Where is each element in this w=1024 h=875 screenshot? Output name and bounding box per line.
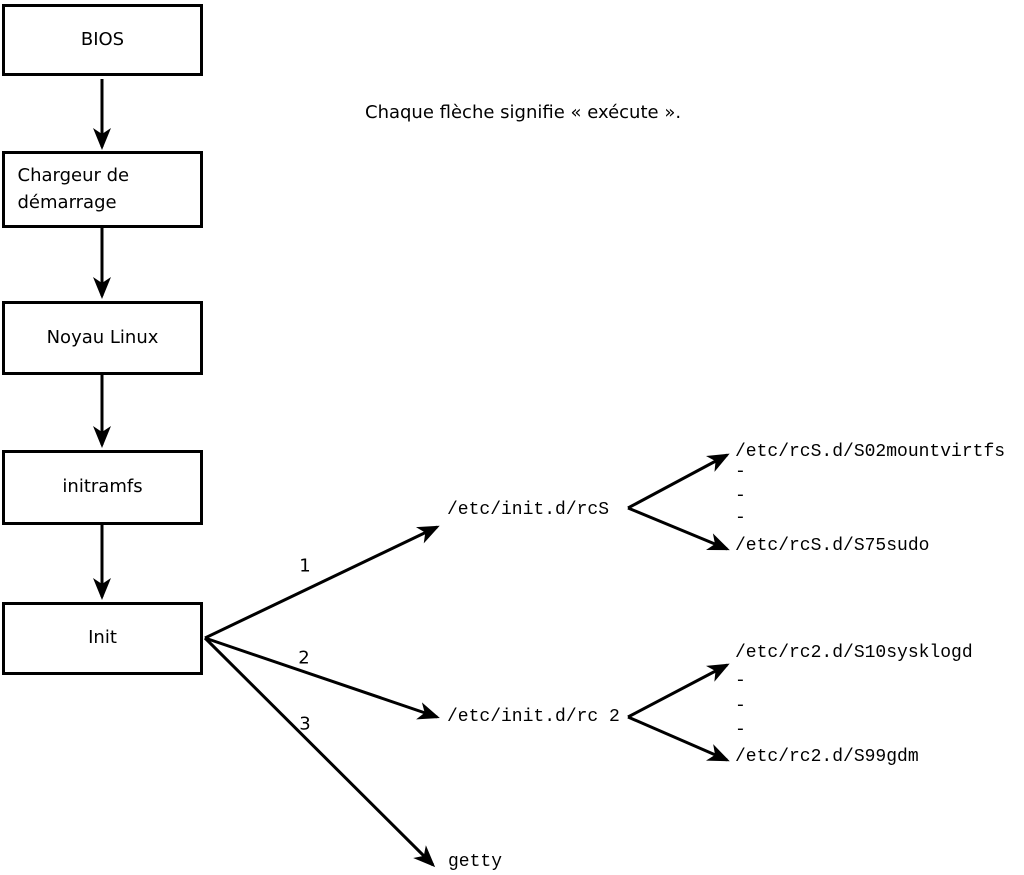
script-rc2-last: /etc/rc2.d/S99gdm [735, 747, 919, 767]
box-init-label: Init [88, 627, 117, 649]
box-bios: BIOS [2, 4, 203, 76]
script-rcS-dash: - [735, 508, 746, 528]
box-kernel-label: Noyau Linux [46, 326, 159, 348]
arrow-init-to-getty [203, 636, 436, 868]
arrow-rc2-to-last [627, 715, 730, 762]
box-kernel: Noyau Linux [2, 301, 203, 375]
node-getty: getty [448, 852, 503, 872]
box-initramfs-label: initramfs [62, 476, 143, 498]
script-rcS-last: /etc/rcS.d/S75sudo [735, 536, 930, 556]
script-rc2-first: /etc/rc2.d/S10sysklogd [735, 643, 973, 663]
legend-note: Chaque flèche signifie « exécute ». [365, 102, 682, 123]
arrow-rcS-to-first [627, 453, 730, 510]
script-rc2-dash: - [735, 696, 746, 716]
box-init: Init [2, 602, 203, 675]
arrow-rcS-to-last [627, 506, 730, 551]
arrow-init-to-rcS [204, 525, 440, 640]
script-rcS-dash: - [735, 486, 746, 506]
node-rcS: /etc/init.d/rcS [447, 500, 610, 520]
box-bootloader: Chargeur de démarrage [2, 151, 203, 228]
script-rc2-dash: - [735, 720, 746, 740]
arrow-init-to-rc2 [204, 636, 440, 720]
script-rc2-dash: - [735, 671, 746, 691]
branch-label-3: 3 [299, 713, 311, 735]
branch-label-1: 1 [299, 555, 311, 577]
arrow-rc2-to-first [627, 663, 730, 719]
box-bootloader-label: Chargeur de démarrage [17, 165, 130, 213]
branch-label-2: 2 [298, 647, 310, 669]
node-rc2: /etc/init.d/rc 2 [447, 707, 620, 727]
script-rcS-first: /etc/rcS.d/S02mountvirtfs [735, 442, 1006, 462]
box-bios-label: BIOS [80, 28, 125, 50]
box-initramfs: initramfs [2, 450, 203, 525]
script-rcS-dash: - [735, 462, 746, 482]
